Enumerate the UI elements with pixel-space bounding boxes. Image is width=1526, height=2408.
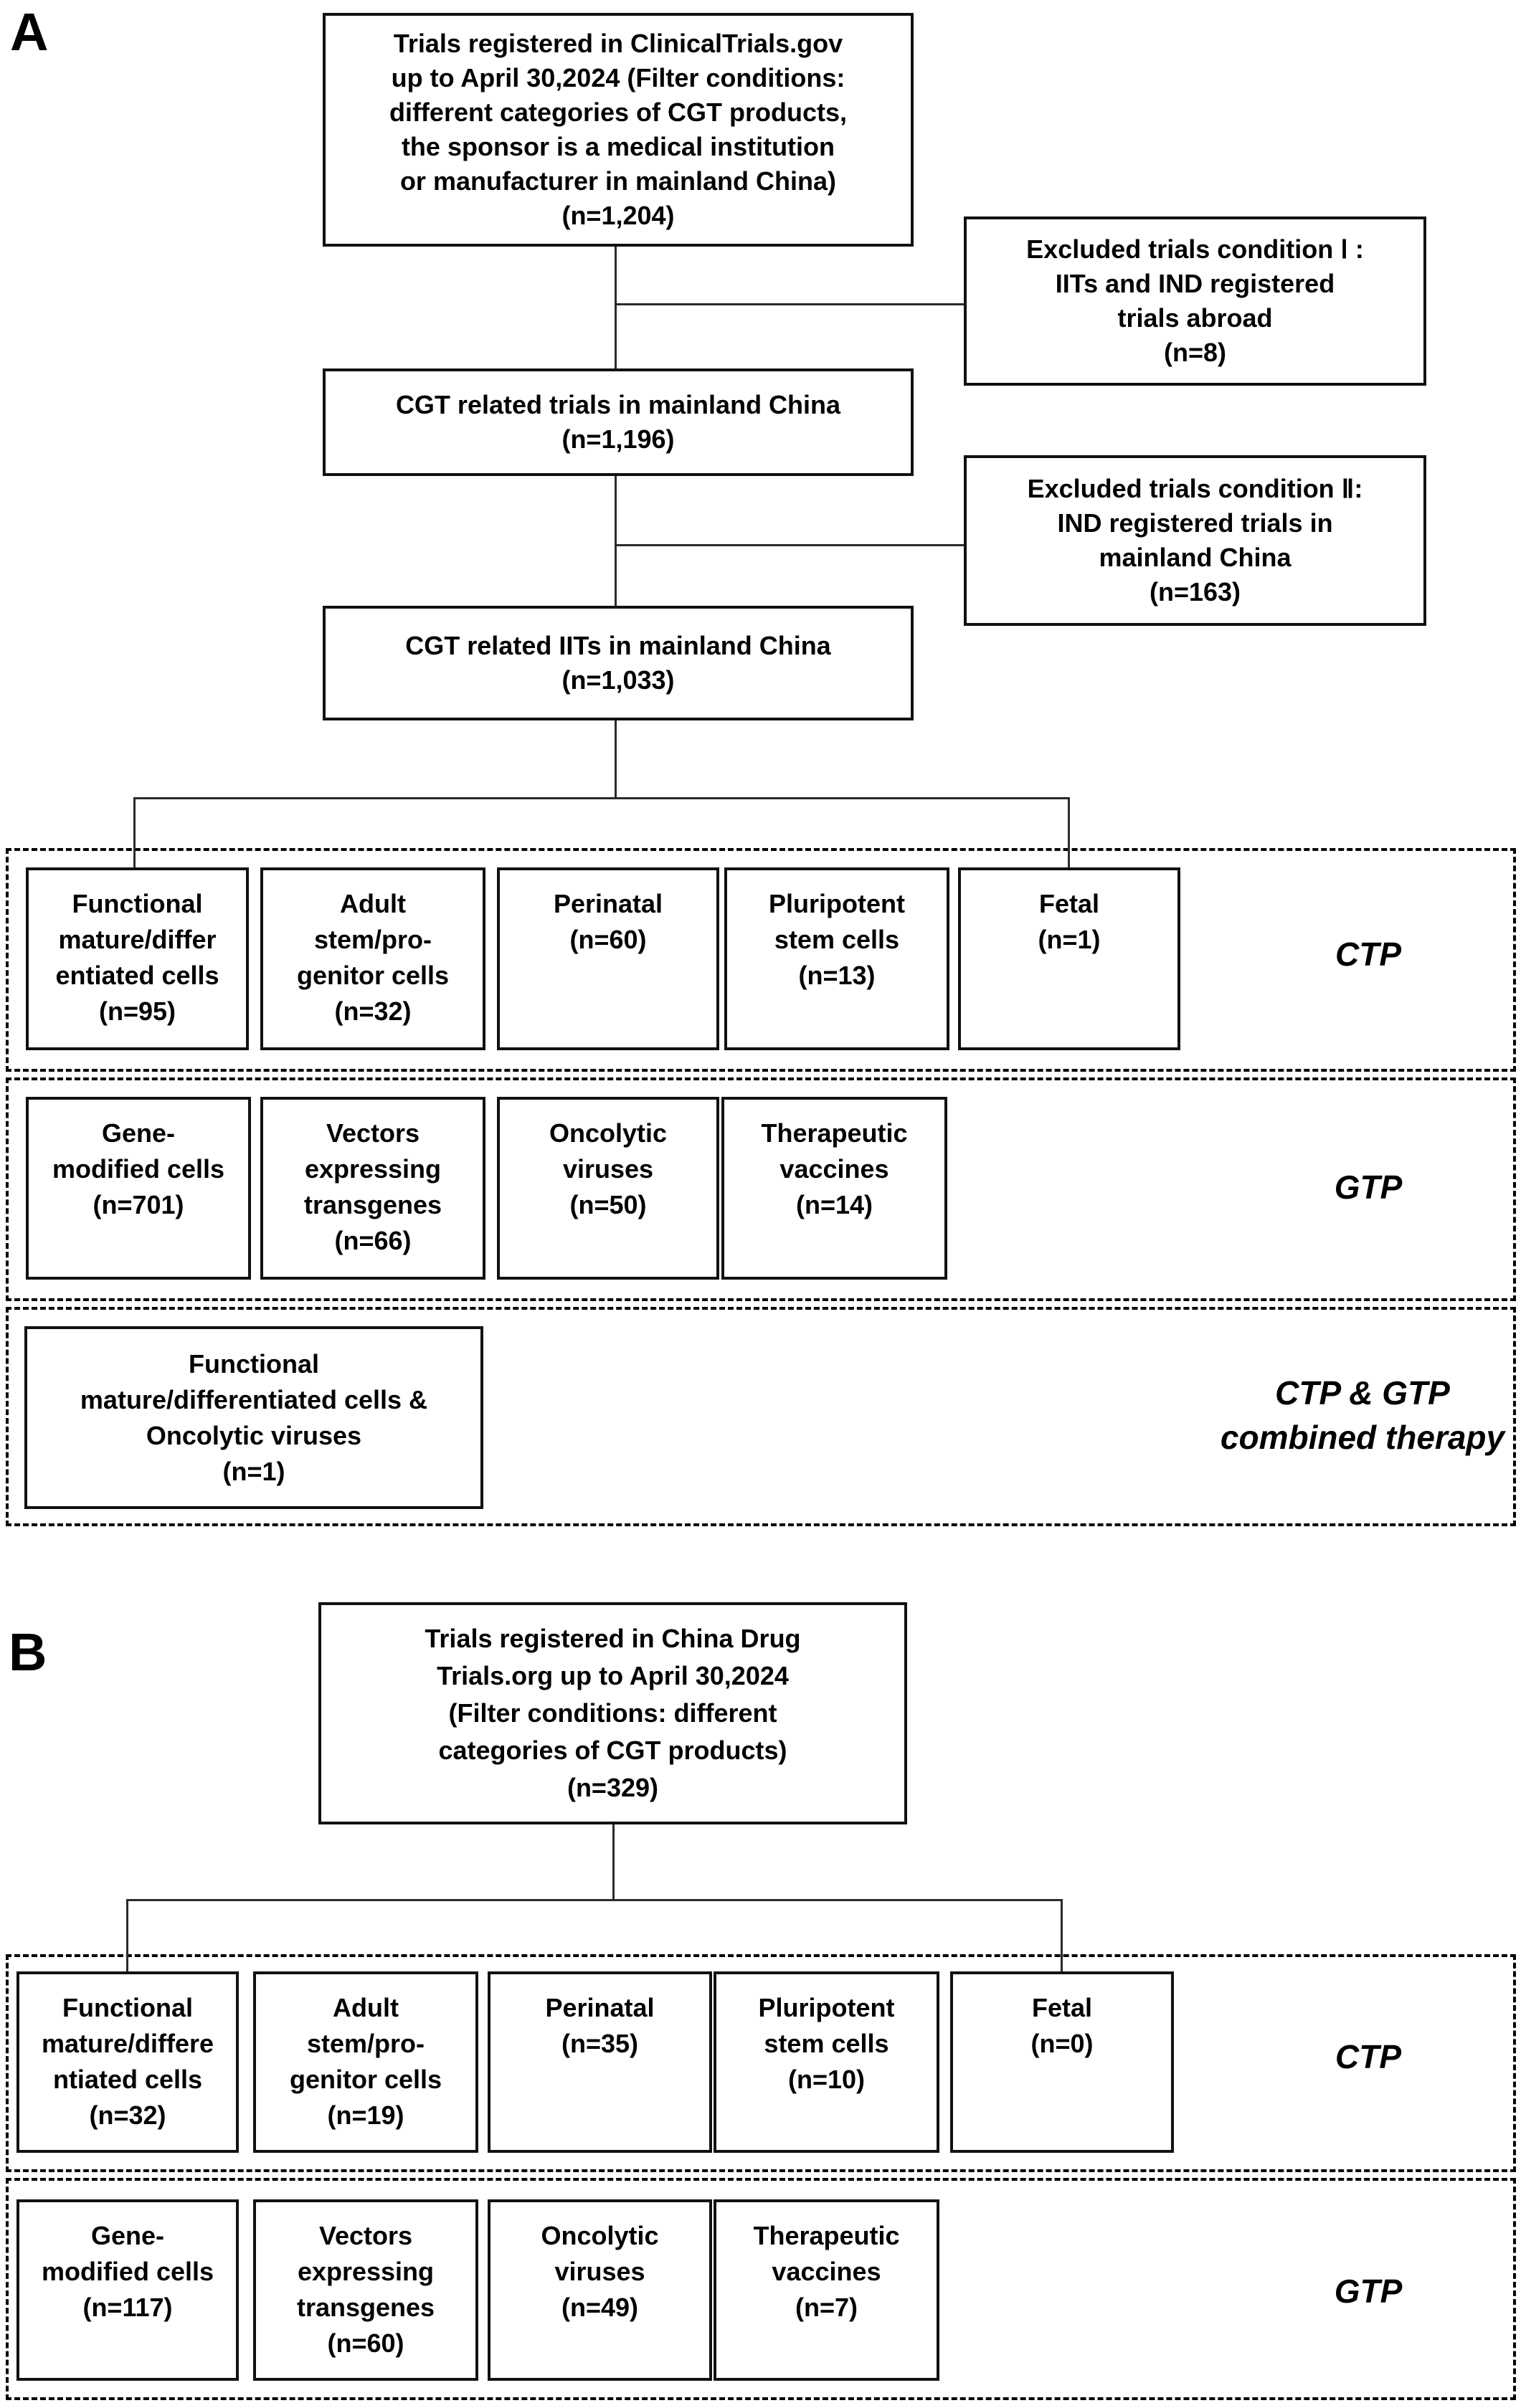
flow-box-b-registered-trials: Trials registered in China Drug Trials.o… (318, 1602, 907, 1824)
panel-b-label: B (9, 1622, 47, 1682)
connector-line (1068, 797, 1070, 869)
combined-a-tag: CTP & GTP combined therapy (1220, 1374, 1505, 1456)
category-box-b-functional-cells: Functional mature/differe ntiated cells … (16, 1971, 239, 2153)
gtp-b-tag: GTP (1334, 2273, 1403, 2310)
gtp-a-container (6, 1077, 1516, 1301)
category-box-b-oncolytic: Oncolytic viruses (n=49) (488, 2199, 712, 2381)
panel-a-label: A (10, 2, 49, 62)
category-box-a-perinatal: Perinatal (n=60) (497, 867, 719, 1050)
category-box-b-perinatal: Perinatal (n=35) (488, 1971, 712, 2153)
category-box-a-oncolytic: Oncolytic viruses (n=50) (497, 1097, 719, 1280)
flow-box-a-excluded-2: Excluded trials condition Ⅱ: IND registe… (964, 455, 1426, 626)
flow-box-a-excluded-1: Excluded trials condition Ⅰ : IITs and I… (964, 216, 1426, 386)
connector-line (133, 797, 136, 869)
connector-line (615, 720, 617, 799)
category-box-b-vectors: Vectors expressing transgenes (n=60) (253, 2199, 478, 2381)
connector-line (126, 1899, 128, 1973)
connector-line (126, 1899, 1063, 1901)
category-box-a-combined: Functional mature/differentiated cells &… (24, 1326, 483, 1509)
category-box-b-gene-modified: Gene- modified cells (n=117) (16, 2199, 239, 2381)
gtp-a-tag: GTP (1334, 1169, 1403, 1206)
category-box-a-gene-modified: Gene- modified cells (n=701) (26, 1097, 251, 1280)
category-box-b-vaccines: Therapeutic vaccines (n=7) (714, 2199, 939, 2381)
category-box-a-fetal: Fetal (n=1) (958, 867, 1180, 1050)
ctp-b-tag: CTP (1335, 2038, 1401, 2075)
category-box-b-fetal: Fetal (n=0) (950, 1971, 1174, 2153)
connector-line (612, 1824, 615, 1901)
ctp-a-tag: CTP (1335, 936, 1401, 973)
ctp-a-container (6, 848, 1516, 1072)
flow-box-a-cgt-iits: CGT related IITs in mainland China (n=1,… (323, 606, 914, 720)
connector-line (615, 544, 965, 546)
category-box-b-adult-stem: Adult stem/pro- genitor cells (n=19) (253, 1971, 478, 2153)
category-box-a-adult-stem: Adult stem/pro- genitor cells (n=32) (260, 867, 485, 1050)
flow-box-a-registered-trials: Trials registered in ClinicalTrials.gov … (323, 13, 914, 247)
connector-line (1061, 1899, 1063, 1973)
category-box-a-functional-cells: Functional mature/differ entiated cells … (26, 867, 249, 1050)
category-box-a-pluripotent: Pluripotent stem cells (n=13) (724, 867, 949, 1050)
connector-line (133, 797, 1070, 799)
connector-line (615, 476, 617, 606)
category-box-a-vaccines: Therapeutic vaccines (n=14) (721, 1097, 947, 1280)
ctp-b-container (6, 1954, 1516, 2172)
category-box-a-vectors: Vectors expressing transgenes (n=66) (260, 1097, 485, 1280)
connector-line (615, 303, 965, 305)
category-box-b-pluripotent: Pluripotent stem cells (n=10) (714, 1971, 939, 2153)
connector-line (615, 247, 617, 368)
gtp-b-container (6, 2178, 1516, 2400)
combined-a-container (6, 1307, 1516, 1526)
flow-box-a-cgt-trials-mainland: CGT related trials in mainland China (n=… (323, 368, 914, 476)
